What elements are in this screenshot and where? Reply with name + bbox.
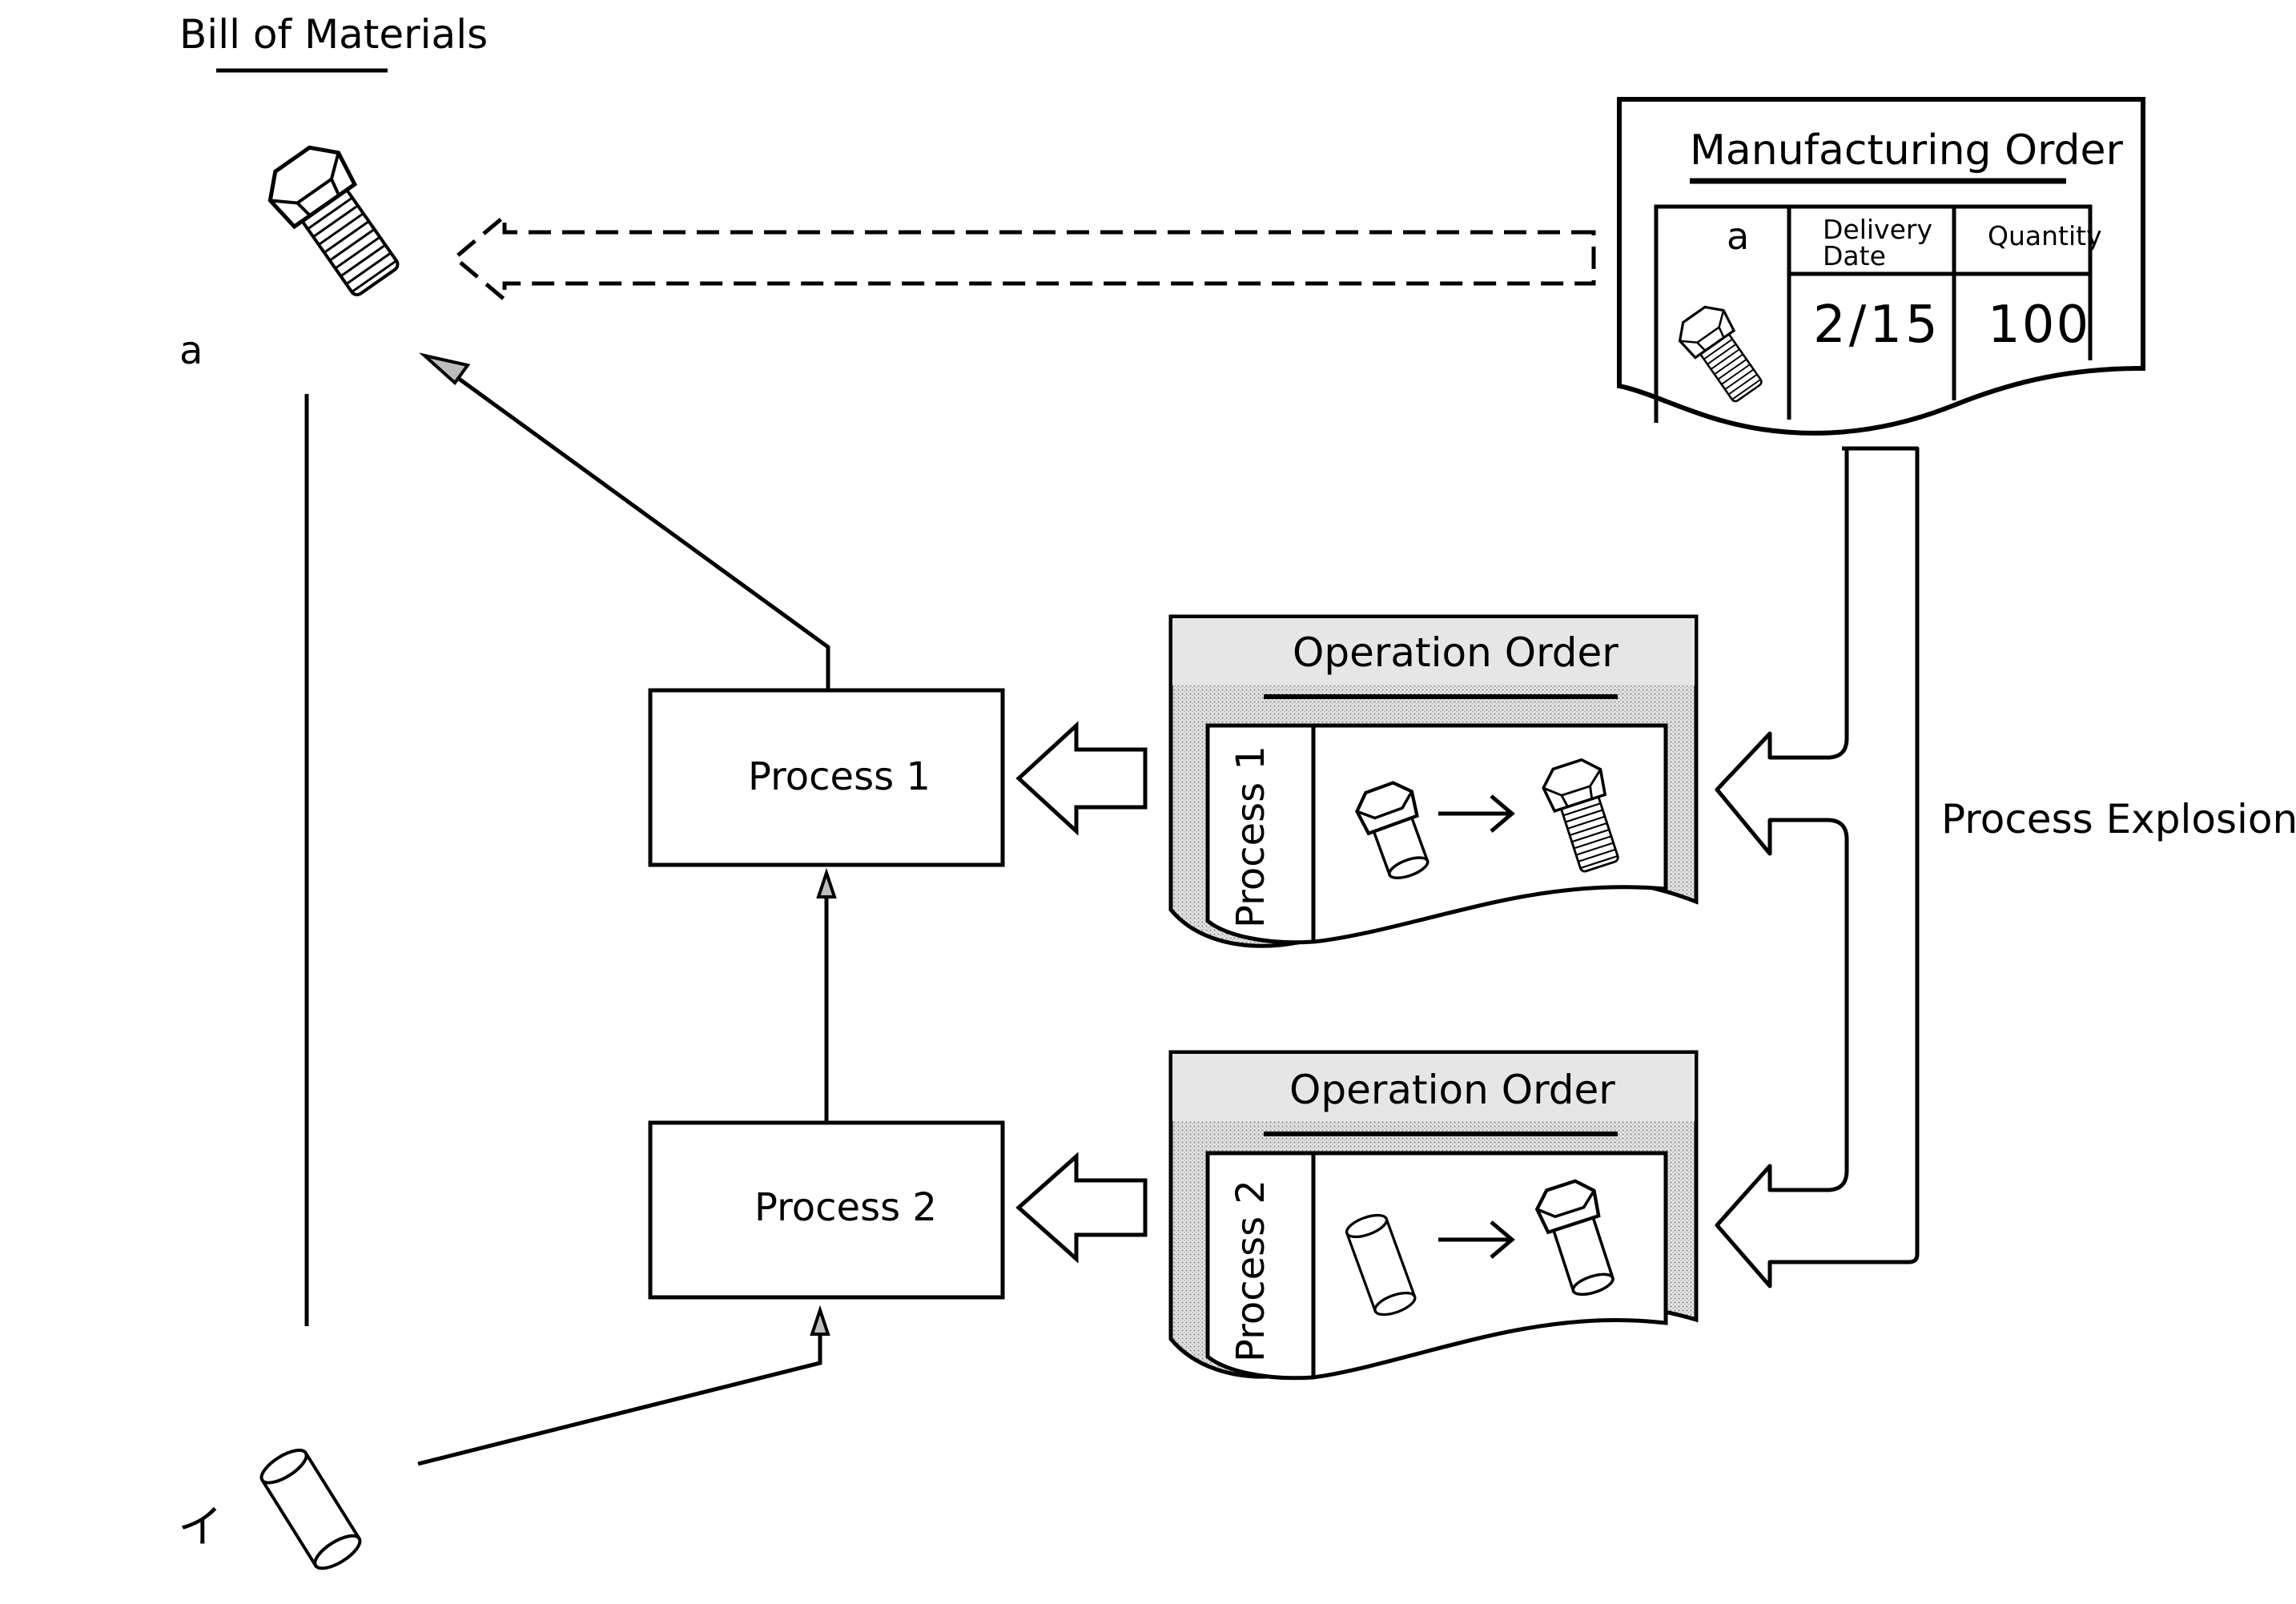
- delivery-date-header: Delivery Date: [1823, 214, 1932, 271]
- operation-order-1-title: Operation Order: [1293, 629, 1618, 676]
- operation-order-1-title-band: [1172, 618, 1695, 685]
- operation-order-1-process-label: Process 1: [1228, 746, 1273, 928]
- process-1-to-parent-line: [445, 368, 830, 690]
- operation-order-1-to-process-1-arrow: [1015, 721, 1148, 836]
- process-2-label: Process 2: [754, 1185, 937, 1230]
- process-explosion-label: Process Explosion: [1941, 796, 2296, 842]
- operation-order-2-title: Operation Order: [1289, 1067, 1615, 1113]
- bom-parent-bolt-icon: [258, 135, 412, 305]
- operation-order-2-process-label: Process 2: [1228, 1180, 1273, 1362]
- bom-child-item-label: イ: [178, 1501, 223, 1554]
- operation-order-2-transform-arrow: [1438, 1220, 1515, 1259]
- operation-order-1-input-part-icon: [1355, 781, 1429, 880]
- delivery-date-value: 2/15: [1813, 295, 1941, 355]
- process-1-to-parent-arrowhead: [418, 352, 471, 385]
- child-to-process-2-line: [417, 1328, 822, 1466]
- process-1-box: [648, 688, 1005, 867]
- child-to-process-2-arrowhead: [810, 1305, 830, 1336]
- process-explosion-branch-arrow: [1715, 446, 1920, 1288]
- operation-order-2-title-band: [1172, 1054, 1695, 1121]
- bom-child-bar-icon: [255, 1442, 367, 1577]
- process-2-to-process-1-arrowhead: [816, 867, 837, 898]
- operation-order-2-output-part-icon: [1534, 1179, 1615, 1296]
- manufacturing-order-table: [1654, 204, 2093, 423]
- bom-title: Bill of Materials: [179, 11, 489, 58]
- manufacturing-order-item-label: a: [1727, 215, 1750, 258]
- bom-parent-item-label: a: [179, 328, 203, 373]
- quantity-value: 100: [1988, 295, 2091, 355]
- manufacturing-order-title: Manufacturing Order: [1690, 127, 2123, 175]
- dashed-reference-arrow: [452, 211, 1596, 304]
- operation-order-2-to-process-2-arrow: [1015, 1152, 1148, 1264]
- process-1-label: Process 1: [748, 754, 931, 799]
- process-2-box: [648, 1120, 1005, 1300]
- operation-order-1-transform-arrow: [1438, 794, 1515, 833]
- quantity-header: Quantity: [1988, 220, 2102, 251]
